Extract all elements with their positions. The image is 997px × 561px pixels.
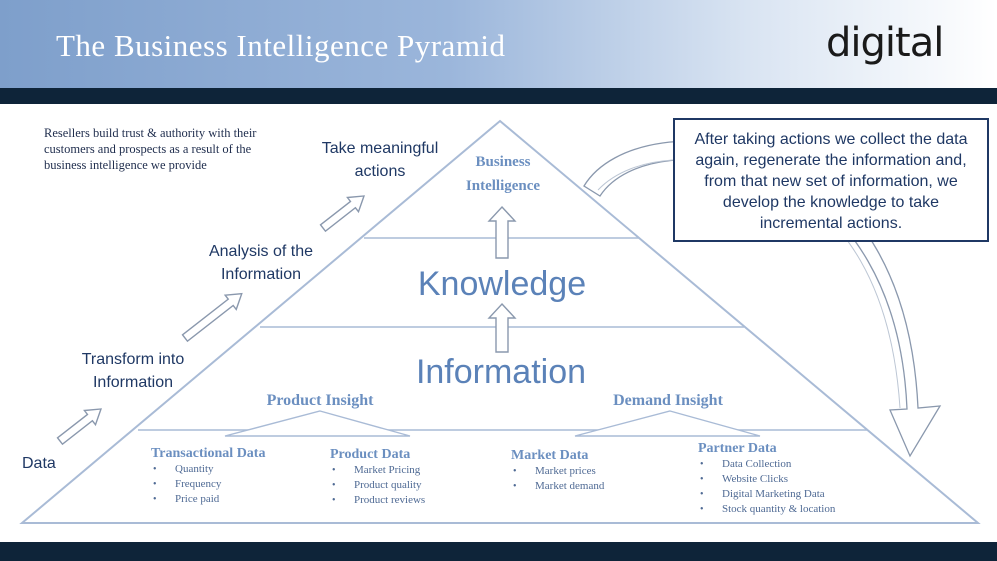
step-arrows [56, 195, 365, 446]
step-label-actions-line2: actions [355, 163, 406, 180]
tier-information-label: Information [416, 353, 586, 391]
digital-logo: digital [826, 20, 944, 66]
list-item: Quantity [151, 462, 221, 477]
up-arrow-info-to-knowledge [487, 302, 517, 353]
data-group-title-partner: Partner Data [698, 441, 777, 456]
data-group-title-product: Product Data [330, 447, 410, 462]
header-banner: The Business Intelligence Pyramid digita… [0, 0, 997, 88]
demand-insight-wedge [574, 410, 761, 437]
tier-knowledge-label: Knowledge [418, 265, 586, 303]
data-group-title-transactional: Transactional Data [151, 446, 265, 461]
partner-data-list: Data Collection Website Clicks Digital M… [698, 457, 835, 517]
list-item: Product reviews [330, 493, 425, 508]
list-item: Website Clicks [698, 472, 835, 487]
page-title: The Business Intelligence Pyramid [56, 28, 506, 63]
market-data-list: Market prices Market demand [511, 464, 604, 494]
up-arrow-knowledge-to-bi [487, 205, 517, 259]
step-label-analysis-line1: Analysis of the [209, 243, 313, 260]
step-label-transform-line1: Transform into [82, 351, 185, 368]
step-arrow-1 [56, 408, 102, 446]
step-arrow-2 [181, 292, 243, 343]
list-item: Product quality [330, 478, 425, 493]
step-label-transform-line2: Information [93, 374, 173, 391]
list-item: Frequency [151, 477, 221, 492]
step-label-actions-line1: Take meaningful [322, 140, 439, 157]
demand-insight-label: Demand Insight [613, 392, 723, 409]
product-insight-wedge [224, 410, 411, 437]
product-data-list: Market Pricing Product quality Product r… [330, 463, 425, 508]
product-insight-label: Product Insight [267, 392, 375, 409]
step-arrow-3 [319, 195, 365, 233]
list-item: Digital Marketing Data [698, 487, 835, 502]
cycle-explanation-box: After taking actions we collect the data… [673, 118, 989, 242]
reseller-note: Resellers build trust & authority with t… [44, 126, 257, 172]
list-item: Market demand [511, 479, 604, 494]
data-group-title-market: Market Data [511, 448, 588, 463]
list-item: Market Pricing [330, 463, 425, 478]
list-item: Data Collection [698, 457, 835, 472]
step-label-analysis-line2: Information [221, 266, 301, 283]
cycle-explanation-text: After taking actions we collect the data… [694, 131, 968, 232]
bottom-divider-bar [0, 542, 997, 561]
tier-intelligence-label: Intelligence [466, 178, 540, 194]
logo-text: digital [826, 20, 944, 66]
list-item: Market prices [511, 464, 604, 479]
step-label-data: Data [22, 455, 56, 472]
list-item: Price paid [151, 492, 221, 507]
transactional-data-list: Quantity Frequency Price paid [151, 462, 221, 507]
top-divider-bar [0, 88, 997, 104]
tier-business-label: Business [475, 154, 530, 170]
list-item: Stock quantity & location [698, 502, 835, 517]
